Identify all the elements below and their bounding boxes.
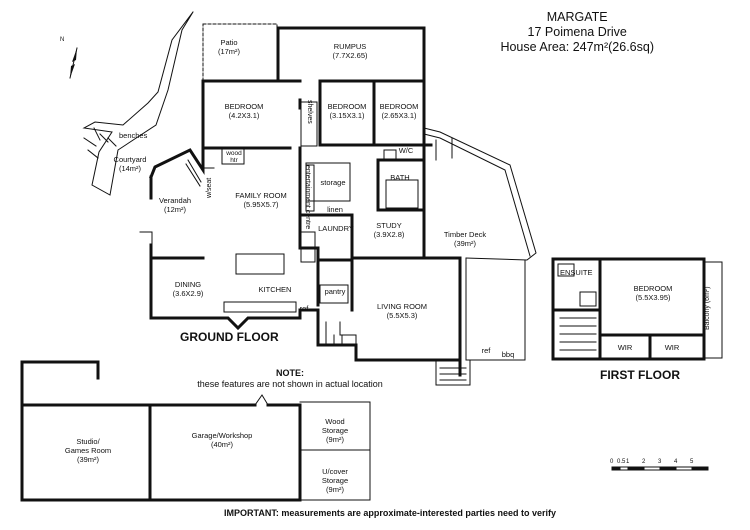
room-label-bedroom-upper: BEDROOM(5.5X3.95) xyxy=(633,284,673,302)
fridge-label-deck: ref xyxy=(481,346,491,355)
scale-tick-0: 0 xyxy=(610,459,614,465)
room-label-bath: BATH xyxy=(390,173,410,182)
scale-tick-5: 5 xyxy=(690,459,694,465)
room-label-bedroom-3: BEDROOM(2.65X3.1) xyxy=(379,102,419,120)
storage-outlines xyxy=(254,394,371,501)
room-label-wir-2: WIR xyxy=(664,343,680,352)
room-label-bedroom-2: BEDROOM(3.15X3.1) xyxy=(327,102,367,120)
outbuildings-walls xyxy=(20,360,302,502)
ground-floor-title: GROUND FLOOR xyxy=(180,330,279,344)
room-label-family-room: FAMILY ROOM(5.95X5.7) xyxy=(235,191,287,209)
fridge-label: ref xyxy=(299,304,309,313)
balcony-label: Balcony (6m²) xyxy=(704,286,711,330)
benches-label: benches xyxy=(119,131,148,140)
room-label-study: STUDY(3.9X2.8) xyxy=(373,221,405,239)
room-label-living-room: LIVING ROOM(5.5X5.3) xyxy=(376,302,428,320)
compass-arrow-icon xyxy=(69,47,78,79)
scale-tick-3: 3 xyxy=(658,459,662,465)
entertainment-centre-label: entertainment centre xyxy=(304,165,311,230)
room-label-laundry: LAUNDRY xyxy=(318,224,354,233)
first-floor-details xyxy=(557,261,723,359)
note-text: these features are not shown in actual l… xyxy=(197,379,383,389)
room-label-garage: Garage/Workshop(40m²) xyxy=(191,431,253,449)
note-title: NOTE: xyxy=(276,368,304,378)
note-block: NOTE: these features are not shown in ac… xyxy=(197,368,383,390)
room-label-verandah: Verandah(12m²) xyxy=(158,196,192,214)
courtyard-outline xyxy=(82,11,194,196)
room-label-rumpus: RUMPUS(7.7X2.65) xyxy=(332,42,368,60)
bbq-label: bbq xyxy=(501,350,515,359)
first-floor-walls xyxy=(551,257,706,361)
scale-tick-2: 2 xyxy=(642,459,646,465)
room-label-storage: storage xyxy=(320,178,346,187)
room-label-ensuite: ENSUITE xyxy=(560,268,593,277)
room-label-dining: DINING(3.6X2.9) xyxy=(172,280,204,298)
room-label-studio: Studio/Games Room(39m²) xyxy=(64,437,112,464)
room-label-wc: W/C xyxy=(398,146,414,155)
property-header: MARGATE 17 Poimena Drive House Area: 247… xyxy=(500,10,654,55)
first-floor-title: FIRST FLOOR xyxy=(600,368,680,382)
house-area: House Area: 247m²(26.6sq) xyxy=(500,40,654,54)
scale-tick-1: 1 xyxy=(626,459,630,465)
timber-deck-outline xyxy=(423,127,537,386)
room-label-wir-1: WIR xyxy=(617,343,633,352)
interior-fixtures xyxy=(139,101,419,346)
important-disclaimer: IMPORTANT: measurements are approximate-… xyxy=(224,508,556,518)
room-label-timber-deck: Timber Deck(39m²) xyxy=(443,230,487,248)
room-label-patio: Patio(17m²) xyxy=(217,38,241,56)
shelves-label: shelves xyxy=(306,100,313,124)
address-line: 17 Poimena Drive xyxy=(527,25,627,39)
room-label-linen: linen xyxy=(327,205,343,214)
room-label-pantry: pantry xyxy=(324,287,346,296)
scale-bar xyxy=(611,466,709,471)
window-seat-label: w/seat xyxy=(206,177,213,198)
suburb-title: MARGATE xyxy=(546,10,608,24)
room-label-kitchen: KITCHEN xyxy=(258,285,292,294)
room-label-courtyard: Courtyard(14m²) xyxy=(113,155,147,173)
scale-tick-4: 4 xyxy=(674,459,678,465)
compass-label: N xyxy=(60,37,65,43)
room-label-bedroom-1: BEDROOM(4.2X3.1) xyxy=(224,102,264,120)
scale-tick-0-5: 0.5 xyxy=(617,459,626,465)
